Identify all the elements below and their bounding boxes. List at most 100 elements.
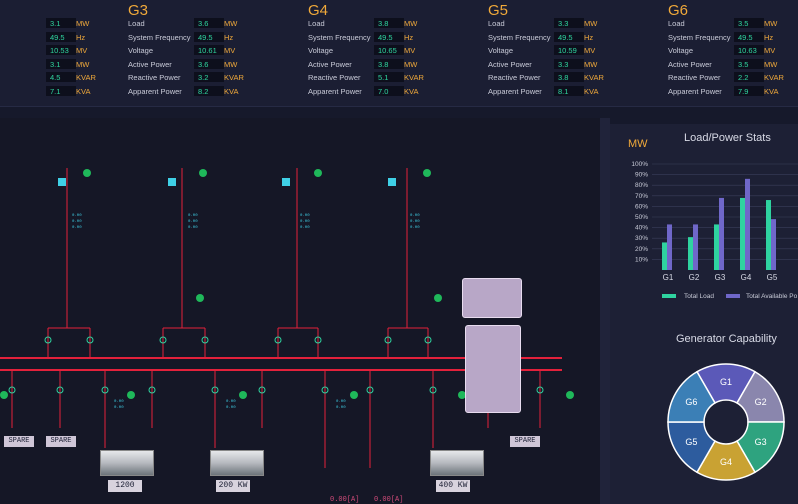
readout-unit: MW	[404, 59, 418, 69]
readout-value: 10.53	[50, 46, 69, 55]
readout-unit: MW	[764, 59, 778, 69]
y-tick-label: 50%	[635, 214, 648, 221]
readout-label: Load	[668, 19, 685, 28]
y-tick-label: 40%	[635, 225, 648, 232]
svg-text:0.00: 0.00	[410, 214, 420, 218]
diagram-svg: 0.000.000.00 0.000.000.00 0.000.000.00 0…	[0, 168, 574, 468]
readout-value: 3.8	[378, 59, 389, 69]
value-box	[374, 31, 404, 42]
bar-G1-load	[662, 242, 667, 270]
value-box	[194, 45, 224, 55]
readout-unit: MW	[76, 19, 90, 28]
legend-load: Total Load	[684, 293, 714, 300]
svg-text:0.00: 0.00	[188, 214, 198, 218]
legend-swatch-load	[662, 294, 676, 298]
value-box	[554, 72, 584, 82]
readout-value: 49.5	[378, 32, 393, 42]
readout-label: Active Power	[668, 59, 712, 69]
value-box	[374, 45, 404, 55]
value-box	[554, 31, 584, 42]
svg-text:0.00: 0.00	[72, 226, 82, 230]
readout-value: 7.0	[378, 86, 389, 96]
readout-value: 8.1	[558, 86, 569, 96]
chart-unit-label: MW	[628, 138, 648, 150]
svg-text:0.00: 0.00	[72, 214, 82, 218]
y-tick-label: 10%	[635, 256, 648, 263]
pie-label: G6	[685, 397, 697, 407]
readout-value: 49.5	[198, 32, 213, 42]
bar-G4-load	[740, 197, 745, 270]
readout-unit: Hz	[76, 32, 86, 42]
svg-text:0.00: 0.00	[300, 214, 310, 218]
y-tick-label: 80%	[635, 182, 648, 189]
equipment-photo	[210, 450, 264, 476]
panel-separator	[600, 118, 610, 504]
pie-label: G4	[720, 457, 732, 467]
capacity-label: 200 KW	[216, 480, 250, 492]
value-box	[194, 85, 224, 96]
svg-text:0.00: 0.00	[300, 220, 310, 224]
pie-label: G2	[755, 397, 767, 407]
x-tick-label: G3	[715, 273, 726, 282]
y-tick-label: 100%	[631, 161, 648, 168]
readout-label: Reactive Power	[308, 73, 361, 82]
value-box	[46, 31, 76, 42]
value-box	[734, 18, 764, 28]
svg-text:0.00: 0.00	[336, 406, 346, 410]
readout-label: Apparent Power	[488, 86, 542, 96]
generator-title: G3	[128, 2, 149, 19]
readout-label: Active Power	[308, 59, 352, 69]
value-box	[554, 58, 584, 69]
pie-chart-title: Generator Capability	[676, 333, 777, 345]
readout-label: Active Power	[488, 59, 532, 69]
readout-label: Load	[308, 19, 325, 28]
y-tick-label: 60%	[635, 203, 648, 210]
readout-label: Voltage	[128, 46, 154, 55]
readout-label: System Frequency	[308, 32, 371, 42]
readout: 0.00[A]	[330, 496, 360, 504]
value-box	[734, 72, 764, 82]
readout-label: Active Power	[128, 59, 172, 69]
y-tick-label: 70%	[635, 193, 648, 200]
bar-G5-available	[771, 219, 776, 270]
svg-text:0.00: 0.00	[114, 400, 124, 404]
equipment-photo	[430, 450, 484, 476]
readout-label: Reactive Power	[488, 73, 541, 82]
readout-value: 3.2	[198, 73, 209, 82]
readout-label: Reactive Power	[128, 73, 181, 82]
value-box	[554, 45, 584, 55]
value-box	[734, 31, 764, 42]
spare-label: SPARE	[510, 436, 540, 447]
value-box	[734, 45, 764, 55]
value-box	[46, 45, 76, 55]
readout-unit: Hz	[404, 32, 414, 42]
readout-value: 4.5	[50, 73, 61, 82]
legend-swatch-available	[726, 294, 740, 298]
readout-value: 3.1	[50, 59, 61, 69]
readout-value: 8.2	[198, 86, 209, 96]
readout-label: System Frequency	[488, 32, 551, 42]
bar-G5-load	[766, 200, 771, 270]
generator-title: G6	[668, 2, 689, 19]
readout-unit: KVAR	[764, 73, 784, 82]
readout-value: 49.5	[50, 32, 65, 42]
stats-panel: MW Load/Power Stats 10%20%30%40%50%60%70…	[610, 124, 798, 504]
value-box	[46, 85, 76, 96]
readout-value: 10.61	[198, 46, 217, 55]
bar-G2-load	[688, 237, 693, 270]
legend-available: Total Available Po	[746, 293, 798, 300]
equipment-photo	[100, 450, 154, 476]
y-tick-label: 90%	[635, 172, 648, 179]
readout-label: Apparent Power	[308, 86, 362, 96]
generator-title: G4	[308, 2, 329, 19]
value-box	[374, 58, 404, 69]
readout-value: 49.5	[738, 32, 753, 42]
x-tick-label: G4	[741, 273, 752, 282]
readout-unit: MW	[764, 19, 778, 28]
spare-label: SPARE	[46, 436, 76, 447]
readout-unit: MW	[404, 19, 418, 28]
readout-unit: MW	[584, 19, 598, 28]
